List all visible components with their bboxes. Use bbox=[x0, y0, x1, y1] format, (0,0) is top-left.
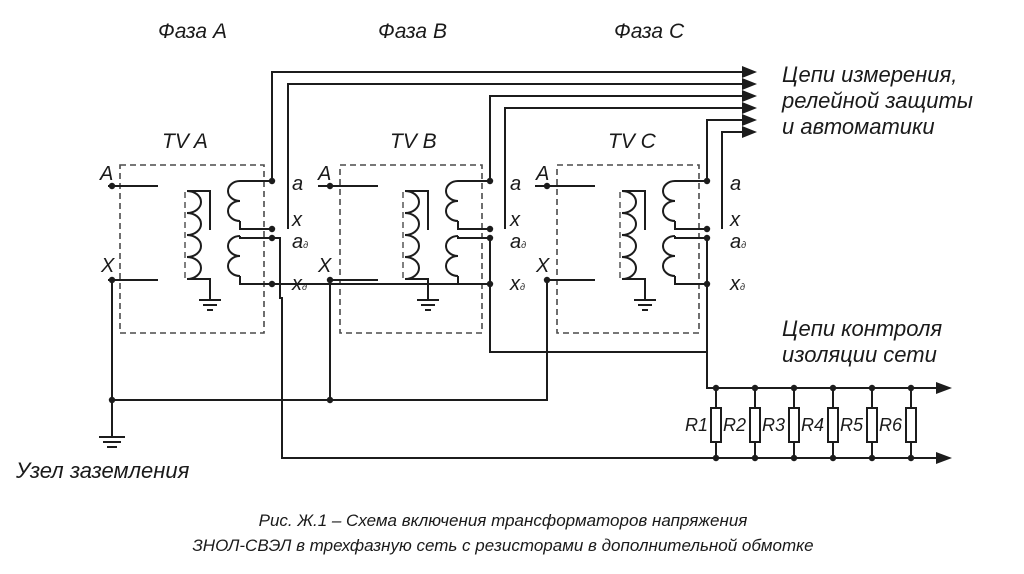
terminal-b-ad: aд bbox=[510, 231, 526, 253]
terminal-a-x: x bbox=[291, 209, 303, 231]
terminal-b-primary-a: A bbox=[317, 163, 331, 185]
open-delta-chain bbox=[272, 237, 952, 464]
terminal-b-xd: xд bbox=[509, 273, 525, 295]
terminal-a-a: a bbox=[292, 173, 303, 195]
arrow-icon bbox=[742, 66, 757, 78]
terminal-c-x: x bbox=[729, 209, 741, 231]
arrow-icon bbox=[936, 452, 952, 464]
resistor-label-r1: R1 bbox=[685, 415, 708, 435]
resistor-r5 bbox=[866, 384, 878, 462]
arrow-icon bbox=[936, 382, 952, 394]
svg-text:релейной защиты: релейной защиты bbox=[781, 88, 973, 113]
resistor-label-r5: R5 bbox=[840, 415, 864, 435]
measurement-label: Цепи измерения, релейной защиты и автома… bbox=[781, 62, 973, 139]
terminal-c-primary-x: X bbox=[535, 255, 550, 277]
terminal-b-a: a bbox=[510, 173, 521, 195]
svg-text:Цепи измерения,: Цепи измерения, bbox=[782, 62, 957, 87]
tv-a-label: TV A bbox=[162, 130, 208, 153]
transformer-tv-c bbox=[556, 164, 711, 334]
terminal-c-a: a bbox=[730, 173, 741, 195]
resistor-bank bbox=[710, 384, 917, 462]
arrow-icon bbox=[742, 102, 757, 114]
resistor-r1 bbox=[710, 384, 722, 462]
caption-line-2: ЗНОЛ-СВЭЛ в трехфазную сеть с резисторам… bbox=[192, 536, 813, 555]
phase-a-label: Фаза A bbox=[158, 20, 227, 43]
ground-label: Узел заземления bbox=[15, 458, 190, 483]
tv-c-label: TV C bbox=[608, 130, 657, 153]
terminal-b-primary-x: X bbox=[317, 255, 332, 277]
transformer-tv-a bbox=[119, 164, 276, 334]
resistor-label-r3: R3 bbox=[762, 415, 785, 435]
phase-c-label: Фаза C bbox=[614, 20, 685, 43]
resistor-r6 bbox=[905, 384, 917, 462]
resistor-r3 bbox=[788, 384, 800, 462]
svg-text:и автоматики: и автоматики bbox=[782, 114, 935, 139]
measurement-bus bbox=[271, 66, 757, 229]
phase-b-label: Фаза B bbox=[378, 20, 447, 43]
arrow-icon bbox=[742, 90, 757, 102]
arrow-icon bbox=[742, 78, 757, 90]
arrow-icon bbox=[742, 126, 757, 138]
resistor-label-r2: R2 bbox=[723, 415, 746, 435]
arrow-icon bbox=[742, 114, 757, 126]
resistor-r4 bbox=[827, 384, 839, 462]
ground-node bbox=[99, 280, 548, 448]
transformer-tv-b bbox=[339, 164, 494, 334]
tv-b-label: TV B bbox=[390, 130, 437, 153]
resistor-r2 bbox=[749, 384, 761, 462]
terminal-a-primary-x: X bbox=[100, 255, 115, 277]
terminal-a-primary-a: A bbox=[99, 163, 113, 185]
svg-text:изоляции сети: изоляции сети bbox=[782, 342, 937, 367]
terminal-a-ad: aд bbox=[292, 231, 308, 253]
terminal-c-primary-a: A bbox=[535, 163, 549, 185]
svg-text:Цепи контроля: Цепи контроля bbox=[782, 316, 942, 341]
caption-line-1: Рис. Ж.1 – Схема включения трансформатор… bbox=[259, 511, 748, 530]
insulation-label: Цепи контроля изоляции сети bbox=[782, 316, 942, 367]
resistor-label-r4: R4 bbox=[801, 415, 824, 435]
resistor-label-r6: R6 bbox=[879, 415, 903, 435]
terminal-c-xd: xд bbox=[729, 273, 745, 295]
terminal-c-ad: aд bbox=[730, 231, 746, 253]
terminal-b-x: x bbox=[509, 209, 521, 231]
